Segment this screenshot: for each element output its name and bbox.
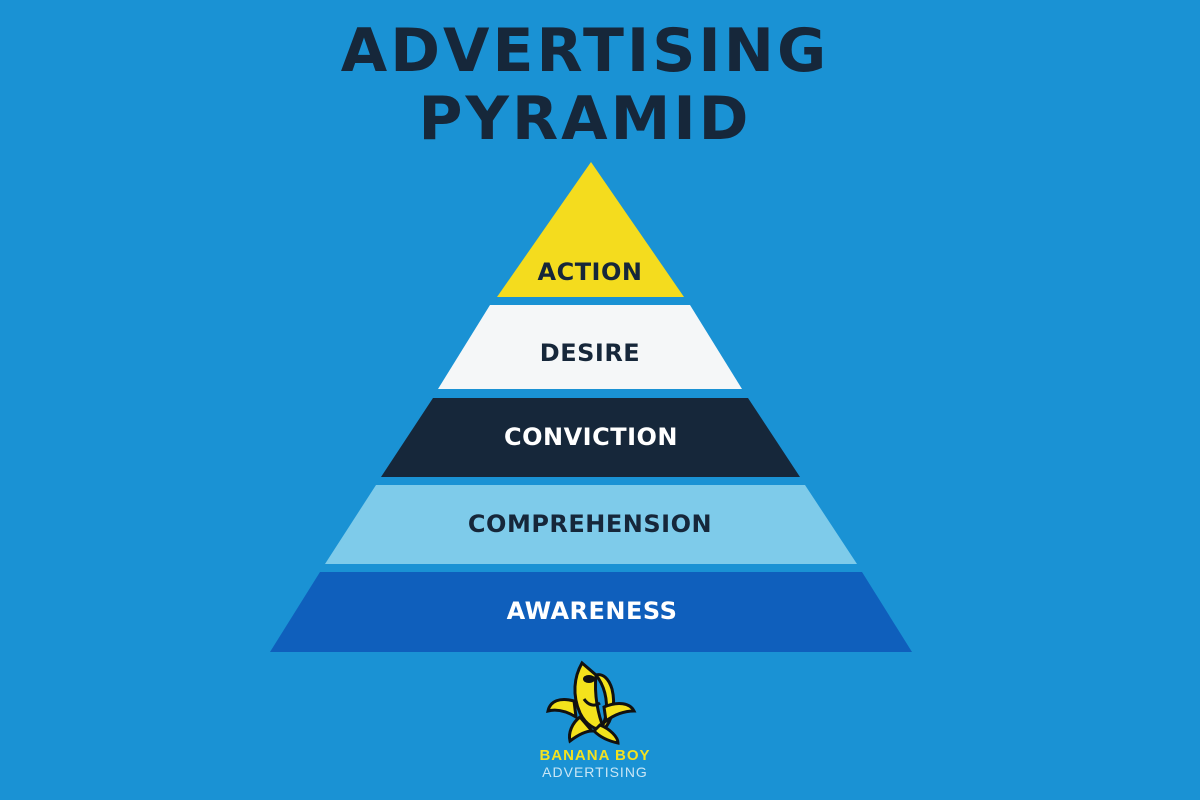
pyramid-tier-awareness: AWARENESS [270,572,912,652]
tier-label-awareness: AWARENESS [507,597,678,625]
tier-label-action: ACTION [538,258,643,286]
pyramid-tier-desire: DESIRE [438,305,742,389]
pyramid-tier-action: ACTION [497,162,684,297]
tier-shape-conviction [381,398,800,477]
tier-label-desire: DESIRE [540,339,640,367]
pyramid-tier-conviction: CONVICTION [381,398,800,477]
brand-name: BANANA BOY [539,747,651,764]
title-line-1: ADVERTISING [340,16,830,86]
brand-logo: BANANA BOY ADVERTISING [500,655,690,785]
tier-shape-desire [438,305,742,389]
title-line-2: PYRAMID [418,84,752,154]
pyramid-tier-comprehension: COMPREHENSION [325,485,857,564]
tier-label-conviction: CONVICTION [504,423,678,451]
brand-tagline: ADVERTISING [542,764,648,780]
tier-label-comprehension: COMPREHENSION [468,510,712,538]
tier-shape-awareness [270,572,912,652]
tier-shape-comprehension [325,485,857,564]
tier-shape-action [497,162,684,297]
banana-icon [546,660,637,745]
